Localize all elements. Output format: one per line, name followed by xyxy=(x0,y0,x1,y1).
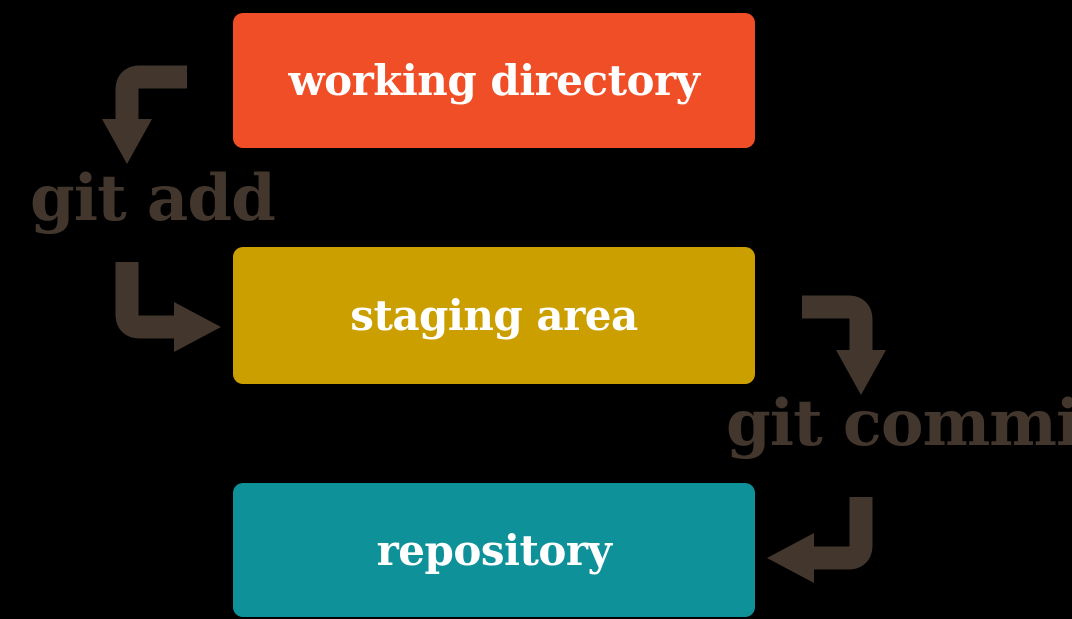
git-add-arrow-to-staging-area-head xyxy=(174,302,221,352)
git-add-arrow-from-working-directory-head xyxy=(102,119,152,164)
git-add-label: git add xyxy=(30,161,276,236)
git-commit-arrow-to-repository-icon xyxy=(767,497,873,583)
git-commit-arrow-to-repository-head xyxy=(767,533,814,583)
git-add-arrow-from-working-directory-icon xyxy=(102,65,187,164)
git-add-arrow-to-staging-area-icon xyxy=(115,262,221,352)
git-commit-label: git commit xyxy=(726,386,1072,461)
node-staging-area: staging area xyxy=(233,247,755,384)
node-staging-area-label: staging area xyxy=(350,291,638,340)
git-add-arrow-to-staging-area-shaft xyxy=(115,262,177,339)
git-add-arrow-from-working-directory-shaft xyxy=(115,65,187,122)
node-working-directory: working directory xyxy=(233,13,755,148)
git-commit-arrow-from-staging-area-icon xyxy=(802,295,886,395)
node-working-directory-label: working directory xyxy=(288,56,700,105)
node-repository: repository xyxy=(233,483,755,617)
git-commit-arrow-to-repository-shaft xyxy=(812,497,873,570)
node-repository-label: repository xyxy=(376,525,612,575)
git-commit-arrow-from-staging-area-shaft xyxy=(802,295,873,352)
